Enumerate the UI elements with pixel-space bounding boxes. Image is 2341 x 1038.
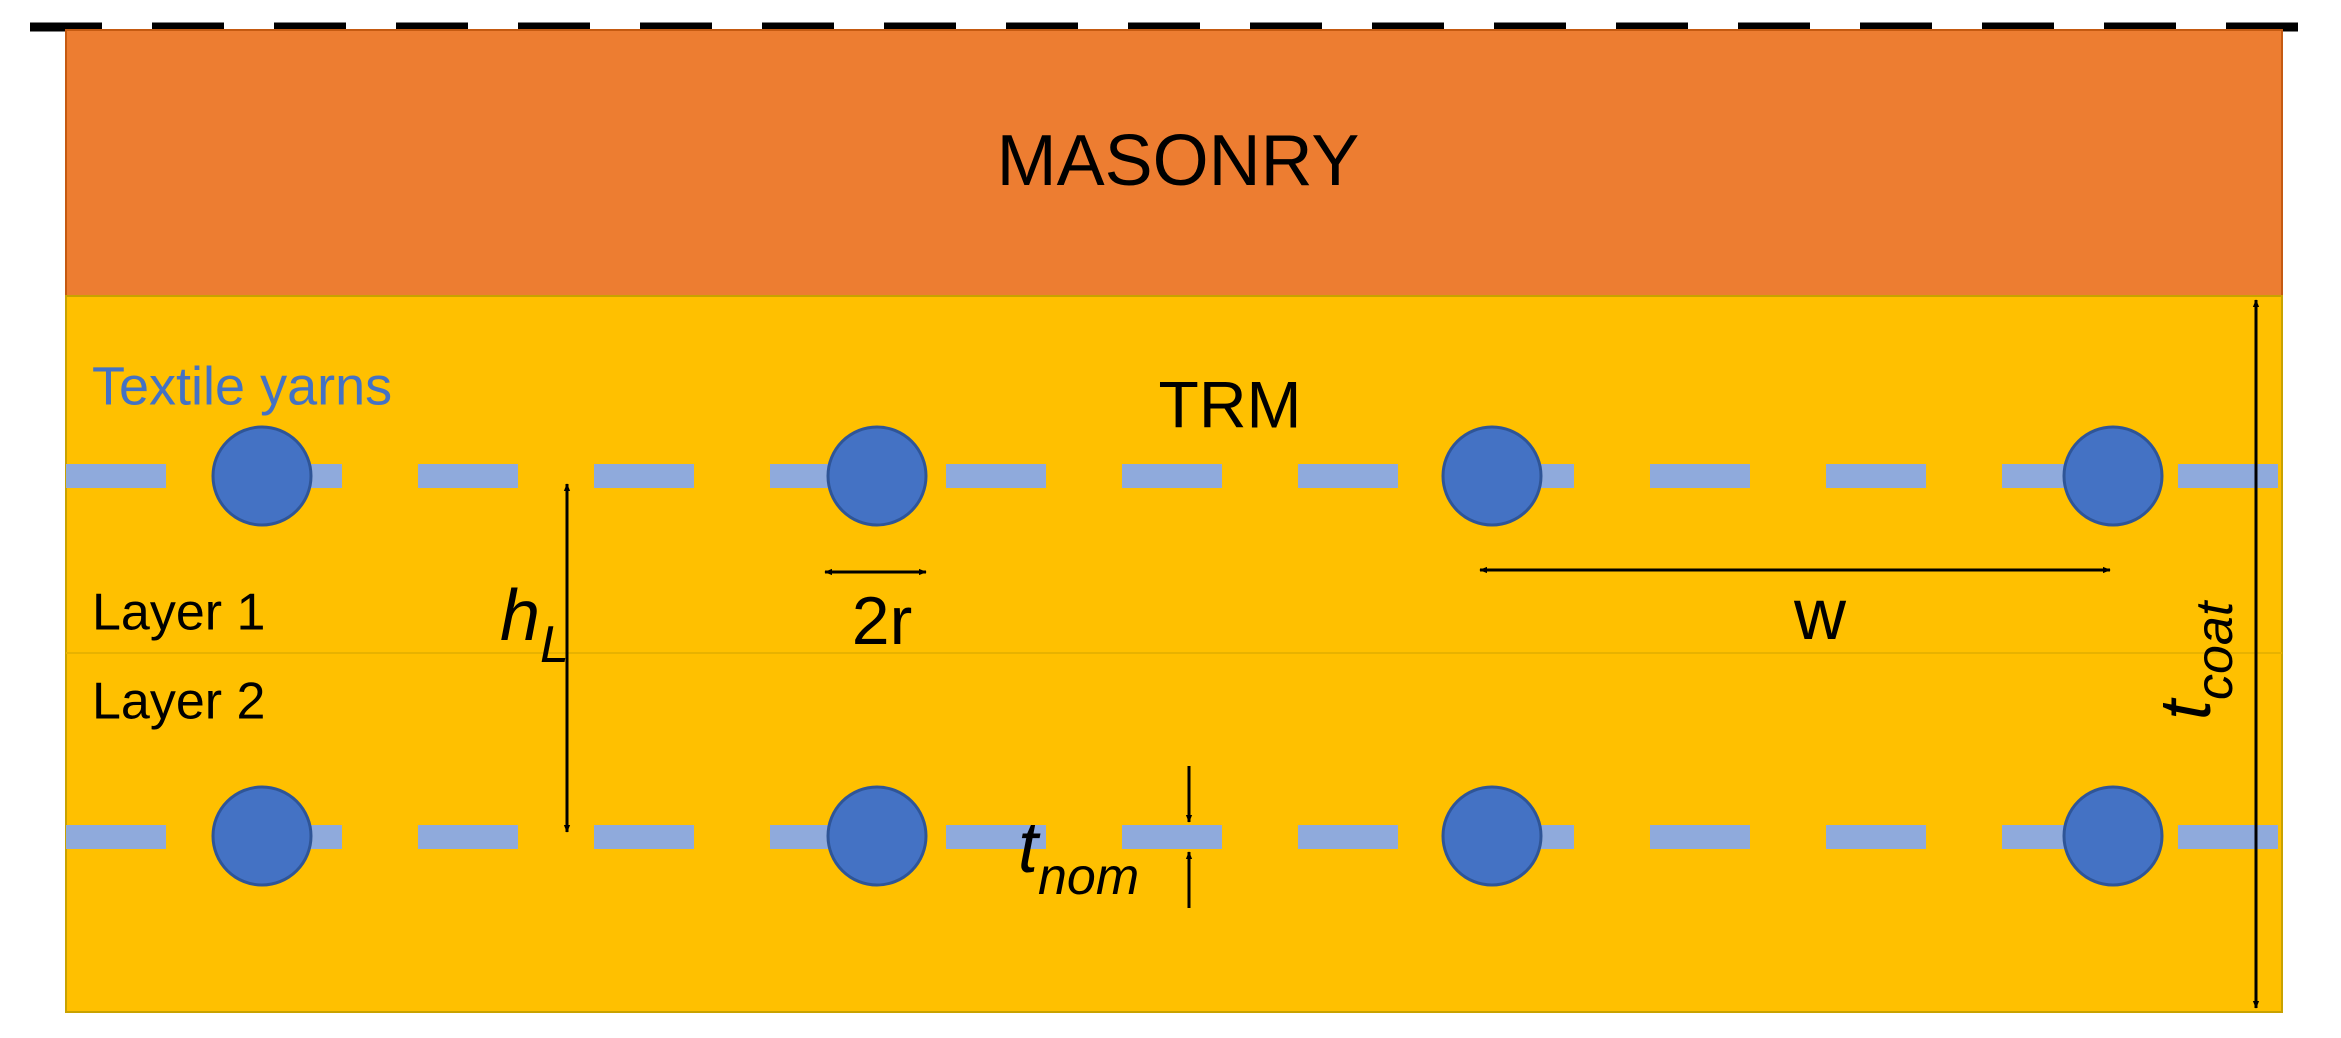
yarn-circle <box>1441 785 1543 887</box>
layer-1-label: Layer 1 <box>92 584 265 642</box>
yarn-circle <box>2062 425 2164 527</box>
yarn-circle <box>826 425 928 527</box>
w-label: w <box>1793 575 1847 655</box>
yarn-circle <box>211 785 313 887</box>
yarn-row-2 <box>66 785 2282 887</box>
two-r-label: 2r <box>852 583 912 659</box>
yarn-circle <box>1441 425 1543 527</box>
yarn-circle <box>2062 785 2164 887</box>
layer-2-label: Layer 2 <box>92 673 265 731</box>
hl-label: hL <box>500 576 569 674</box>
yarn-circle <box>826 785 928 887</box>
masonry-label: MASONRY <box>997 121 1360 201</box>
trm-label: TRM <box>1159 367 1302 441</box>
tcoat-label: tcoat <box>2146 599 2244 720</box>
yarn-circle <box>211 425 313 527</box>
tnom-label: tnom <box>1018 808 1139 906</box>
textile-yarns-label: Textile yarns <box>92 356 392 416</box>
yarn-row-1 <box>66 425 2282 527</box>
masonry-layer <box>65 29 2283 297</box>
